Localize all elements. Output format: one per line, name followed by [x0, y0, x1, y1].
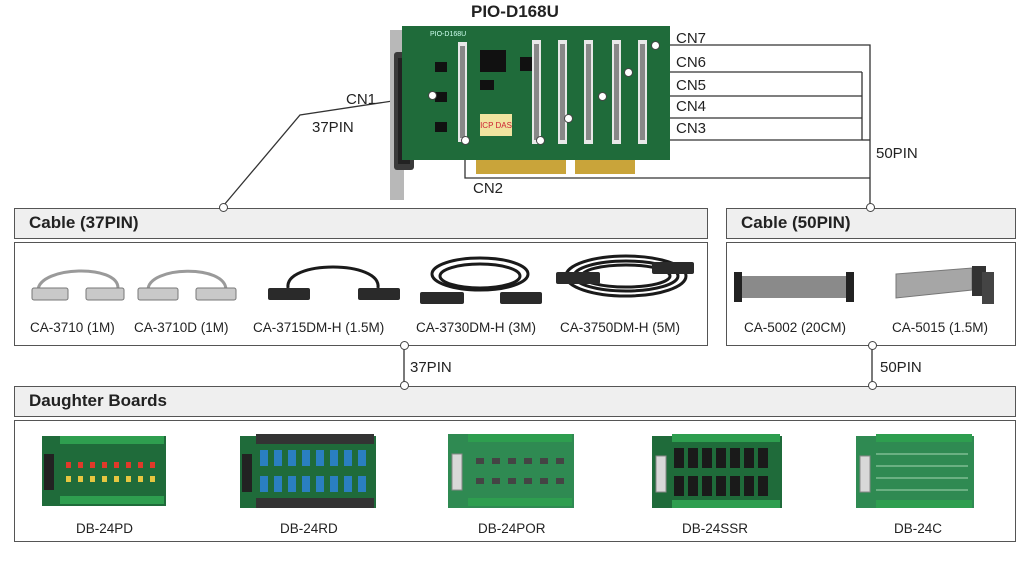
cable-ca3750dmh-image	[556, 254, 694, 298]
daughter-caption-4: DB-24SSR	[682, 521, 749, 536]
cable37-caption-2: CA-3710D (1M)	[134, 320, 229, 335]
cable-ca5002-image	[734, 272, 854, 302]
board-silkscreen: PIO-D168U	[430, 31, 466, 38]
board-db24por-image	[448, 434, 574, 508]
cable37-caption-5: CA-3750DM-H (5M)	[560, 320, 681, 335]
daughter-right-dot	[868, 381, 877, 390]
cable50-caption-1: CA-5002 (20CM)	[744, 320, 847, 335]
cn5-dot	[598, 92, 607, 101]
board-db24pd-image	[42, 436, 166, 506]
board-db24ssr-image	[652, 434, 782, 508]
board-db24rd-image	[240, 434, 376, 508]
link-left-top-dot	[400, 341, 409, 350]
cn4-dot	[564, 114, 573, 123]
cn7-label: CN7	[676, 30, 707, 47]
link-left-pin-label: 37PIN	[410, 359, 452, 376]
board-db24c-image	[856, 434, 974, 508]
cable37-header: Cable (37PIN)	[14, 208, 708, 239]
cable50-header: Cable (50PIN)	[726, 208, 1016, 239]
cable37-caption-4: CA-3730DM-H (3M)	[416, 320, 537, 335]
cn3-dot	[536, 136, 545, 145]
cable-ca3730dmh-image	[420, 256, 542, 304]
cn6-label: CN6	[676, 54, 707, 71]
daughter-caption-1: DB-24PD	[76, 521, 134, 536]
link-right-top-dot	[868, 341, 877, 350]
cn2-label: CN2	[473, 180, 504, 197]
cn1-pin-label: 37PIN	[312, 119, 354, 136]
daughter-header: Daughter Boards	[14, 386, 1016, 417]
daughter-caption-5: DB-24C	[894, 521, 943, 536]
cn5-label: CN5	[676, 77, 707, 94]
pio-board-image: ICP DAS PIO-D168U	[390, 26, 670, 200]
main-title: PIO-D168U	[471, 2, 559, 21]
cable-ca3715dmh-image	[268, 265, 400, 300]
cn6-dot	[624, 68, 633, 77]
link-right-pin-label: 50PIN	[880, 359, 922, 376]
cable50-caption-2: CA-5015 (1.5M)	[892, 320, 989, 335]
cable50-dot	[866, 203, 875, 212]
daughter-caption-3: DB-24POR	[478, 521, 546, 536]
daughter-caption-2: DB-24RD	[280, 521, 338, 536]
cable37-caption-1: CA-3710 (1M)	[30, 320, 115, 335]
board-logo-text: ICP DAS	[480, 121, 512, 130]
cn4-label: CN4	[676, 98, 707, 115]
daughter-left-dot	[400, 381, 409, 390]
cable-ca3710d-image	[137, 269, 237, 301]
cn1-dot	[428, 91, 437, 100]
cable-ca5015-image	[895, 266, 994, 304]
cable-ca3710-image	[31, 269, 125, 301]
right-pin-label: 50PIN	[876, 145, 918, 162]
cable37-caption-3: CA-3715DM-H (1.5M)	[253, 320, 385, 335]
cn1-label: CN1	[346, 91, 377, 108]
cable37-dot	[219, 203, 228, 212]
cn7-dot	[651, 41, 660, 50]
cn2-dot	[461, 136, 470, 145]
cn3-label: CN3	[676, 120, 707, 137]
